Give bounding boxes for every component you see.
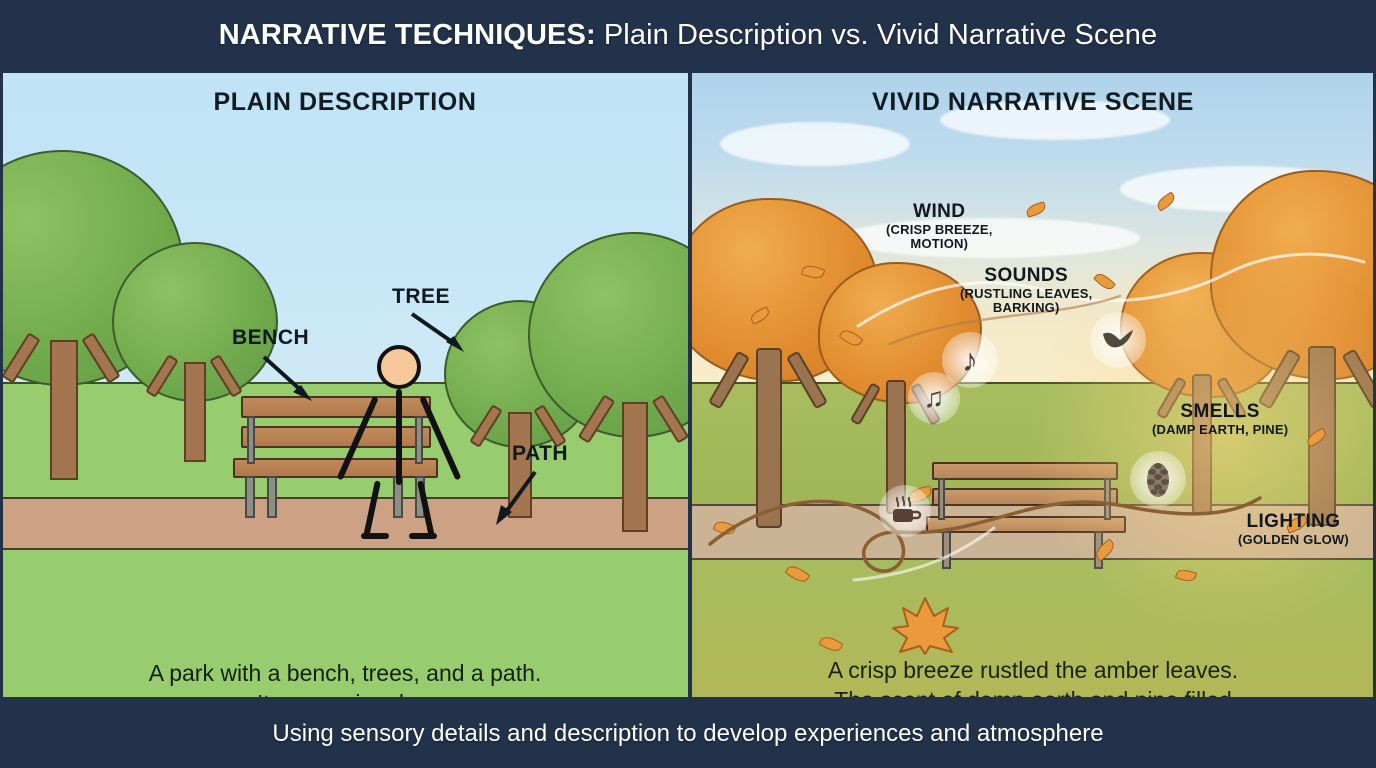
music-note-glyph: ♫ [923, 382, 945, 413]
arrow-tree-icon [410, 312, 464, 352]
annotation-sounds-sub1: (RUSTLING LEAVES, [960, 285, 1093, 301]
stick-figure [336, 345, 462, 545]
coffee-cup-icon [879, 485, 931, 537]
caption-left: A park with a bench, trees, and a path. … [0, 658, 690, 700]
maple-leaf-icon [892, 597, 959, 655]
header-bar: NARRATIVE TECHNIQUES: Plain Description … [0, 0, 1376, 70]
annotation-tree-label: TREE [392, 285, 451, 308]
bird-icon [1090, 312, 1146, 368]
annotation-lighting: LIGHTING (GOLDEN GLOW) [1238, 511, 1349, 547]
annotation-wind-sub1: (CRISP BREEZE, [886, 221, 993, 237]
annotation-smells-label: SMELLS [1180, 401, 1260, 422]
annotation-bench: BENCH [232, 326, 310, 350]
music-note-single-glyph: ♪ [962, 341, 978, 378]
stick-figure-head [377, 345, 421, 389]
annotation-sounds-label: SOUNDS [984, 265, 1069, 286]
caption-right: A crisp breeze rustled the amber leaves.… [690, 655, 1376, 700]
annotation-sounds-sub2: BARKING) [992, 299, 1060, 315]
annotation-wind-sub2: MOTION) [910, 235, 969, 251]
left-grass-lower [0, 550, 690, 700]
annotation-path: PATH [512, 442, 569, 466]
arrow-bench-icon [262, 355, 312, 401]
left-path-band [0, 497, 690, 550]
page-title-bold: NARRATIVE TECHNIQUES: [218, 18, 596, 51]
panel-vivid-narrative: ♫ ♪ [690, 70, 1376, 700]
footer-caption: Using sensory details and description to… [272, 720, 1104, 747]
annotation-path-label: PATH [512, 442, 569, 465]
caption-left-line1: A park with a bench, trees, and a path. [148, 660, 542, 686]
annotation-smells-sub1: (DAMP EARTH, PINE) [1152, 421, 1289, 437]
page-title: NARRATIVE TECHNIQUES: Plain Description … [219, 19, 1158, 52]
footer-bar: Using sensory details and description to… [0, 700, 1376, 768]
annotation-tree: TREE [392, 285, 451, 309]
arrow-path-icon [496, 470, 537, 525]
cloud-2 [940, 100, 1170, 140]
annotation-lighting-label: LIGHTING [1246, 511, 1341, 532]
tree-left-small [112, 242, 302, 462]
page-title-rest: Plain Description vs. Vivid Narrative Sc… [595, 18, 1158, 51]
panel-right-heading: VIVID NARRATIVE SCENE [872, 88, 1194, 116]
pinecone-icon [1130, 451, 1186, 507]
panel-plain-description: PLAIN DESCRIPTION TREE BENCH PATH A park… [0, 70, 690, 700]
music-note-single-icon: ♪ [942, 332, 998, 388]
annotation-bench-label: BENCH [232, 326, 310, 349]
annotation-sounds: SOUNDS (RUSTLING LEAVES, BARKING) [960, 265, 1093, 315]
caption-right-line2: The scent of damp earth and pine filled [690, 685, 1376, 700]
caption-right-line1: A crisp breeze rustled the amber leaves. [827, 657, 1239, 683]
cloud-1 [720, 122, 910, 166]
tree-right-large [528, 232, 690, 532]
panel-divider [688, 70, 692, 700]
panel-left-heading: PLAIN DESCRIPTION [213, 88, 477, 116]
caption-left-line2: It was a nice day. [0, 688, 690, 700]
annotation-wind: WIND (CRISP BREEZE, MOTION) [886, 201, 993, 251]
bench-plain [233, 396, 438, 526]
annotation-lighting-sub1: (GOLDEN GLOW) [1238, 531, 1349, 547]
annotation-smells: SMELLS (DAMP EARTH, PINE) [1152, 401, 1289, 437]
annotation-wind-label: WIND [913, 201, 966, 222]
